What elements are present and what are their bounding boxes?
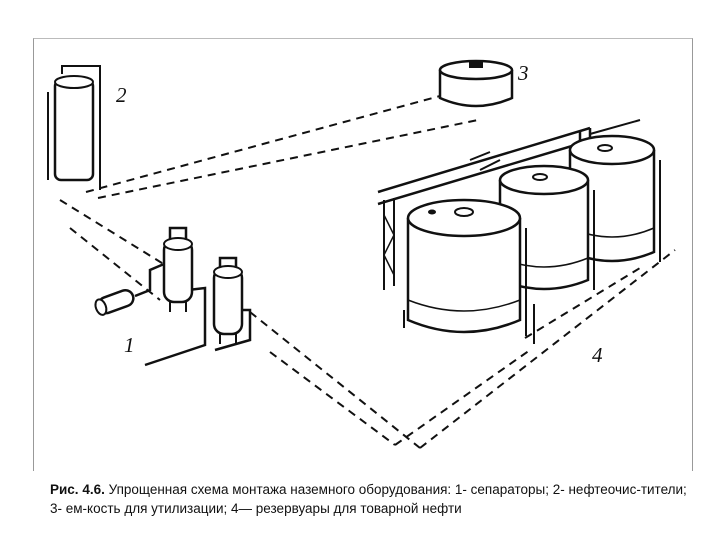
caption-text: Упрощенная схема монтажа наземного обору… (50, 482, 687, 516)
utilization-tank (438, 59, 514, 108)
dashed-pipelines (59, 95, 676, 449)
separators-group (94, 226, 252, 367)
caption-prefix: Рис. 4.6. (50, 482, 105, 497)
reservoirs-group (377, 119, 661, 344)
figure-caption: Рис. 4.6. Упрощенная схема монтажа назем… (50, 480, 690, 518)
oil-cleaner-vessel (47, 65, 101, 190)
label-utilization-tank: 3 (517, 61, 529, 85)
label-oil-cleaners: 2 (116, 83, 127, 107)
label-separators: 1 (124, 333, 135, 357)
label-reservoirs: 4 (592, 343, 603, 367)
figure-frame (33, 38, 693, 471)
